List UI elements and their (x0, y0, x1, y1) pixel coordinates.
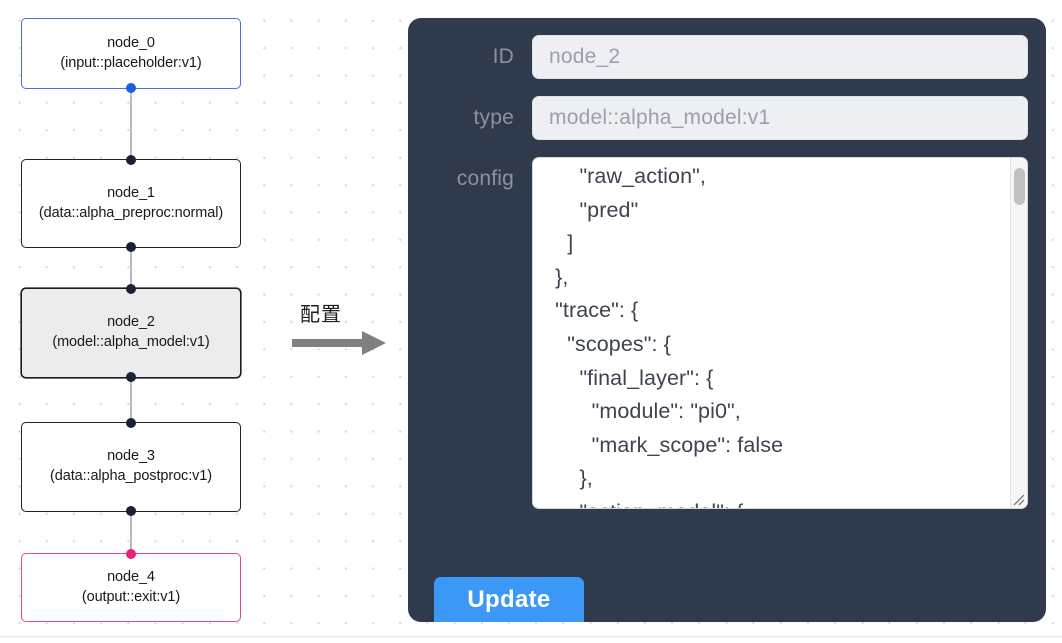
node-subtitle: (data::alpha_postproc:v1) (50, 468, 212, 484)
arrow-label: 配置 (300, 302, 342, 326)
config-scrollbar-thumb[interactable] (1014, 168, 1025, 205)
right-arrow-icon (292, 331, 386, 355)
node-config-panel: ID node_2 type model::alpha_model:v1 con… (408, 18, 1046, 622)
type-label: type (473, 106, 514, 129)
field-row-id: ID node_2 (426, 35, 1028, 79)
id-input[interactable]: node_2 (532, 35, 1028, 79)
node-node_3[interactable]: node_3 (data::alpha_postproc:v1) (21, 418, 241, 516)
node-handle-source[interactable] (126, 242, 136, 252)
node-handle-source[interactable] (126, 83, 136, 93)
type-input[interactable]: model::alpha_model:v1 (532, 96, 1028, 140)
node-handle-source[interactable] (126, 506, 136, 516)
node-subtitle: (input::placeholder:v1) (60, 54, 202, 71)
edge-node0-node1 (130, 88, 132, 160)
node-node_1[interactable]: node_1 (data::alpha_preproc:normal) (21, 155, 241, 252)
node-title: node_0 (107, 34, 155, 51)
node-handle-source[interactable] (126, 372, 136, 382)
node-handle-target[interactable] (126, 284, 136, 294)
field-row-type: type model::alpha_model:v1 (426, 96, 1028, 140)
config-arrow-group: 配置 (292, 298, 392, 358)
field-row-config: config "raw_action", "pred" ] }, "trace"… (426, 157, 1028, 509)
node-title: node_1 (107, 184, 155, 201)
config-textarea[interactable]: "raw_action", "pred" ] }, "trace": { "sc… (555, 164, 784, 508)
edge-node3-node4 (130, 511, 132, 553)
edge-node1-node2 (130, 248, 132, 290)
node-node_0[interactable]: node_0 (input::placeholder:v1) (21, 18, 241, 93)
node-handle-target[interactable] (126, 418, 136, 428)
config-scrollbar[interactable] (1010, 158, 1027, 508)
id-label: ID (492, 45, 514, 68)
node-subtitle: (model::alpha_model:v1) (52, 334, 210, 350)
config-label: config (456, 167, 514, 190)
node-title: node_2 (107, 314, 155, 331)
config-textarea-wrapper[interactable]: "raw_action", "pred" ] }, "trace": { "sc… (532, 157, 1028, 509)
node-handle-target[interactable] (126, 549, 136, 559)
resize-grip-icon[interactable] (1010, 491, 1026, 507)
node-title: node_3 (107, 448, 155, 465)
canvas-bottom-edge (0, 636, 1062, 643)
node-node_2[interactable]: node_2 (model::alpha_model:v1) (21, 284, 241, 382)
node-handle-target[interactable] (126, 155, 136, 165)
node-title: node_4 (107, 568, 155, 585)
edge-node2-node3 (130, 377, 132, 422)
update-button[interactable]: Update (434, 577, 584, 622)
node-node_4[interactable]: node_4 (output::exit:v1) (21, 549, 241, 622)
node-subtitle: (data::alpha_preproc:normal) (38, 204, 224, 221)
node-subtitle: (output::exit:v1) (81, 588, 181, 605)
